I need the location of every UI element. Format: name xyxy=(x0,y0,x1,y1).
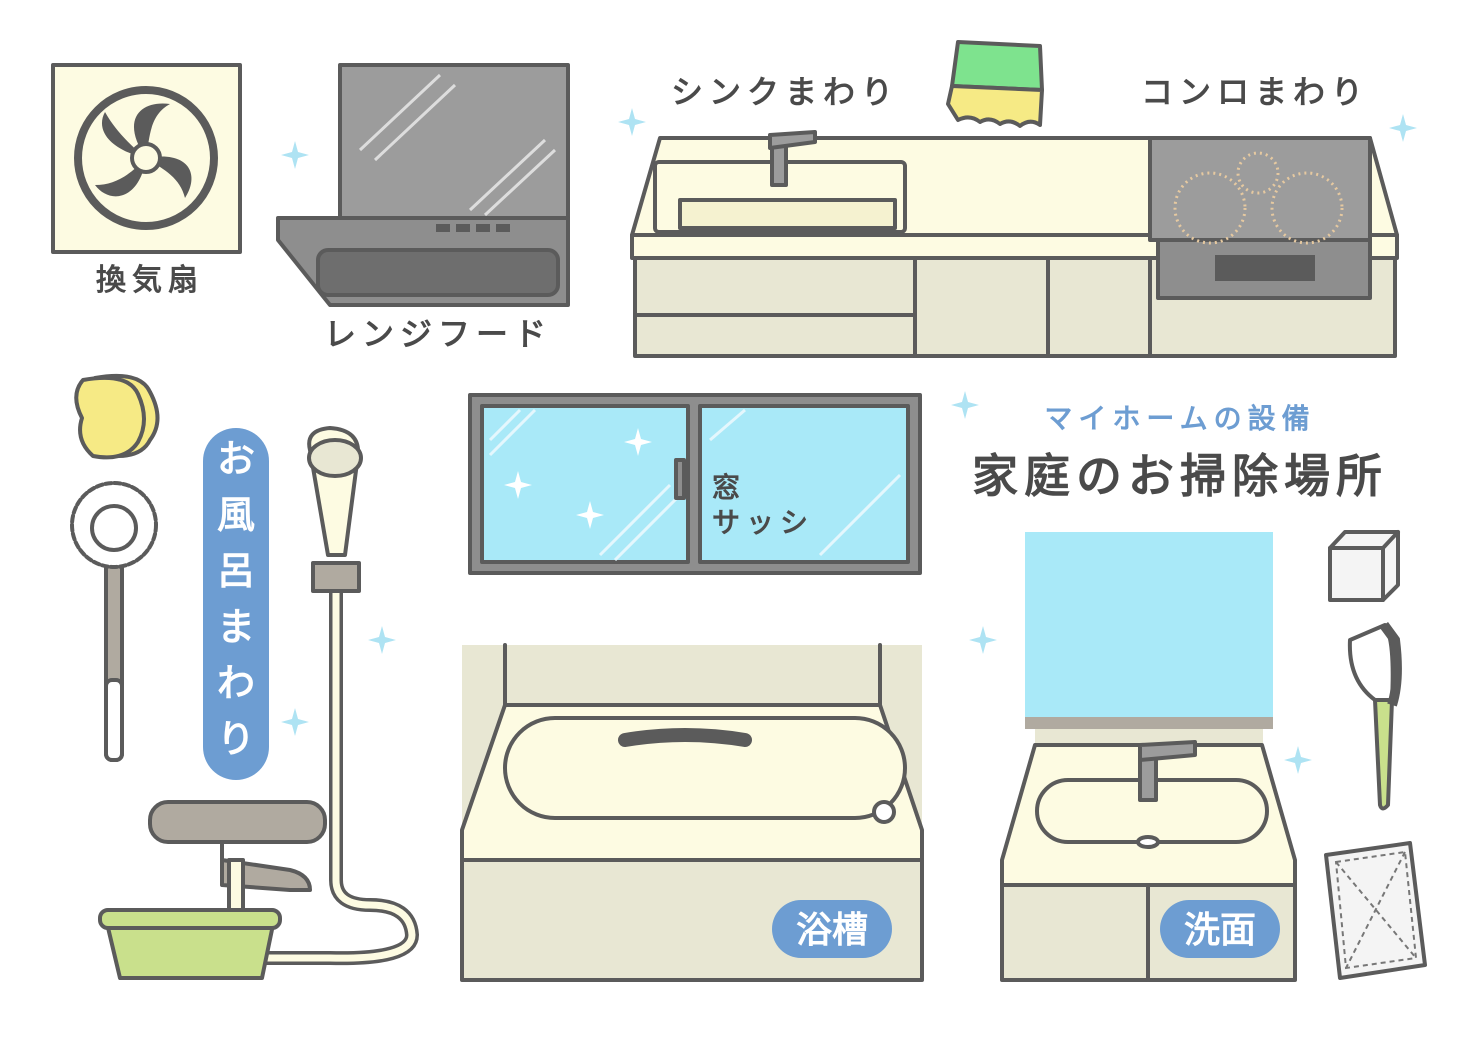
bath-brush-icon xyxy=(70,481,158,762)
bath-label-char: お xyxy=(217,437,255,481)
range-hood-label: レンジフード xyxy=(324,315,552,353)
sink-area-label: シンクまわり xyxy=(671,73,899,111)
range-hood: レンジフード xyxy=(276,63,570,353)
ventilation-fan: 換気扇 xyxy=(51,63,242,298)
subtitle: マイホームの設備 xyxy=(1044,402,1315,435)
shower xyxy=(98,426,420,980)
bath-label-char: ま xyxy=(217,605,255,649)
kitchen-sponge-icon xyxy=(946,40,1044,128)
window-label-1: 窓 xyxy=(712,471,746,504)
bathtub: 浴槽 xyxy=(460,643,924,982)
washbasin-label: 洗面 xyxy=(1184,910,1256,951)
bath-area-label: お 風 呂 ま わ り xyxy=(203,428,269,780)
bath-label-char: り xyxy=(217,717,255,761)
bath-label-char: わ xyxy=(217,661,255,705)
window-sash: 窓 サッシ xyxy=(468,393,922,575)
bath-label-char: 呂 xyxy=(217,549,255,593)
bathtub-label: 浴槽 xyxy=(796,910,868,951)
washbasin: 洗面 xyxy=(1000,532,1297,982)
kitchen-counter: シンクまわり コンロまわり xyxy=(630,73,1399,358)
title: 家庭のお掃除場所 xyxy=(972,449,1388,503)
bath-label-char: 風 xyxy=(217,493,255,537)
fan-label: 換気扇 xyxy=(96,263,204,298)
window-label-2: サッシ xyxy=(712,506,814,539)
stove-area-label: コンロまわり xyxy=(1141,73,1369,111)
bath-sponge-icon xyxy=(74,373,160,460)
cleaning-tools-right xyxy=(1324,530,1427,980)
